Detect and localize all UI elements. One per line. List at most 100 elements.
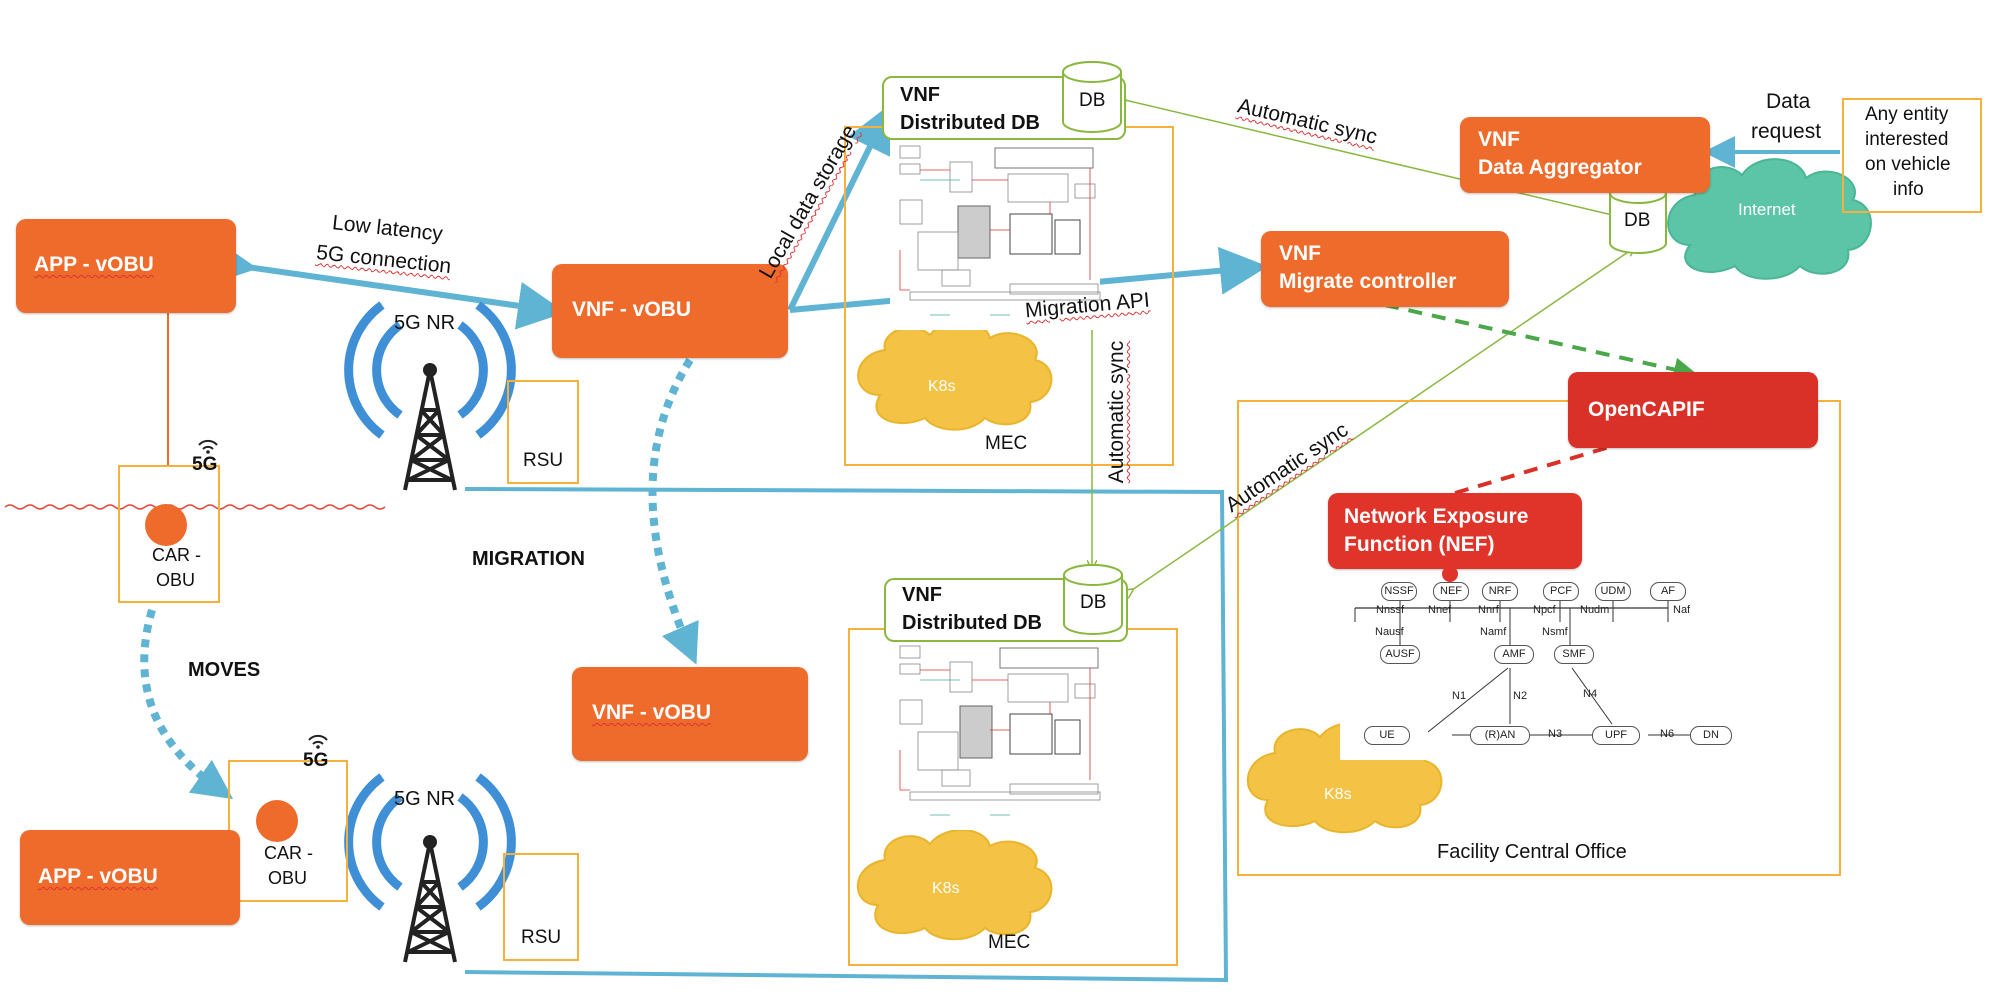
moves-arrow bbox=[140, 608, 234, 800]
rsu-frame-bottom bbox=[503, 853, 579, 961]
core-nf-af: AF bbox=[1650, 582, 1686, 601]
migrate-controller-line1: VNF bbox=[1279, 242, 1321, 265]
mec-top-title-1: VNF bbox=[900, 84, 940, 106]
rsu-bottom-label: RSU bbox=[521, 927, 562, 948]
wifi-icon-top bbox=[198, 439, 218, 454]
core-link-n6: N6 bbox=[1660, 728, 1675, 740]
core-if-nnssf: Nnssf bbox=[1376, 604, 1405, 616]
car-obu-dot-top bbox=[145, 504, 187, 546]
core-if-nnef: Nnef bbox=[1428, 604, 1452, 616]
mec-bottom-title-1: VNF bbox=[902, 584, 942, 606]
car-obu-dot-bottom bbox=[256, 800, 298, 842]
app-vobu-label-bottom: APP - vOBU bbox=[38, 865, 158, 888]
sync-line-cloud bbox=[1132, 248, 1634, 590]
sync-line-top bbox=[1125, 100, 1625, 218]
sync-label-vertical: Automatic sync bbox=[1105, 340, 1129, 484]
mec-bottom-k8s: K8s bbox=[932, 880, 960, 897]
tower-top-label: 5G NR bbox=[394, 312, 456, 334]
mec-architecture-figure-top bbox=[890, 140, 1101, 330]
antenna-tower-top bbox=[344, 301, 516, 491]
core-nf-ausf: AUSF bbox=[1380, 645, 1420, 664]
central-k8s: K8s bbox=[1324, 786, 1352, 803]
core-nf-bottom-2: UPF bbox=[1592, 726, 1640, 745]
data-aggregator-line1: VNF bbox=[1478, 128, 1520, 151]
core-link-n2: N2 bbox=[1513, 690, 1528, 702]
entity-line-1: Any entity bbox=[1865, 104, 1949, 125]
rsu-frame-top bbox=[507, 380, 579, 484]
migration-label: MIGRATION bbox=[472, 548, 585, 570]
vnf-vobu-label-top: VNF - vOBU bbox=[572, 298, 692, 321]
mec-top-label: MEC bbox=[985, 433, 1028, 454]
core-nf-nssf: NSSF bbox=[1381, 582, 1417, 601]
local-storage-arrow bbox=[787, 103, 892, 312]
app-vobu-label-top: APP - vOBU bbox=[34, 253, 154, 276]
data-request-line-2: request bbox=[1751, 120, 1822, 143]
nef-label-line2: Function (NEF) bbox=[1344, 533, 1495, 556]
moves-label: MOVES bbox=[188, 659, 261, 681]
mec-top-k8s: K8s bbox=[928, 378, 956, 395]
opencapif-box: OpenCAPIF bbox=[1568, 372, 1818, 448]
nef-anchor-dot bbox=[1442, 566, 1458, 582]
nef-label-line1: Network Exposure bbox=[1344, 505, 1529, 528]
core-if-npcf: Npcf bbox=[1533, 604, 1556, 616]
car-top-label-2: OBU bbox=[156, 570, 196, 590]
mec-top-db: DB bbox=[1079, 90, 1106, 111]
fiveg-badge-top: 5G bbox=[192, 454, 218, 475]
core-if-nnrf: Nnrf bbox=[1478, 604, 1499, 616]
core-if-nsmf: Nsmf bbox=[1542, 626, 1568, 638]
data-request-line-1: Data bbox=[1766, 90, 1811, 113]
car-bottom-label-2: OBU bbox=[268, 868, 308, 888]
backhaul-link bbox=[464, 487, 1229, 983]
migrate-controller-box: VNF Migrate controller bbox=[1261, 231, 1509, 307]
entity-frame bbox=[1842, 98, 1982, 213]
rsu-top-label: RSU bbox=[523, 450, 564, 471]
mec-frame-bottom bbox=[848, 628, 1178, 966]
mec-top-title-2: Distributed DB bbox=[900, 112, 1040, 134]
road-divider-left bbox=[4, 504, 386, 510]
core-nf-pcf: PCF bbox=[1543, 582, 1579, 601]
controller-capif-link bbox=[1384, 303, 1698, 382]
vnf-vobu-label-bottom: VNF - vOBU bbox=[592, 701, 712, 724]
car-frame-top bbox=[118, 465, 220, 603]
core-if-nausf: Nausf bbox=[1375, 626, 1404, 638]
internet-label: Internet bbox=[1738, 200, 1796, 219]
opencapif-label: OpenCAPIF bbox=[1588, 398, 1705, 421]
core-nf-nef: NEF bbox=[1433, 582, 1469, 601]
aggregator-db: DB bbox=[1624, 210, 1651, 231]
k8s-cloud-mec-bottom bbox=[856, 829, 1053, 941]
core-nf-bottom-1: (R)AN bbox=[1470, 726, 1530, 745]
core-nf-udm: UDM bbox=[1595, 582, 1631, 601]
mec-bottom-label: MEC bbox=[988, 932, 1031, 953]
nef-box: Network Exposure Function (NEF) bbox=[1328, 493, 1582, 569]
vnf-vobu-box-top: VNF - vOBU bbox=[552, 264, 788, 358]
core-nf-nrf: NRF bbox=[1482, 582, 1518, 601]
core-if-namf: Namf bbox=[1480, 626, 1507, 638]
car-top-label-1: CAR - bbox=[152, 545, 201, 565]
mec-bottom-title-2: Distributed DB bbox=[902, 612, 1042, 634]
tower-bottom-label: 5G NR bbox=[394, 788, 456, 810]
app-vobu-box-top: APP - vOBU bbox=[16, 219, 236, 313]
mec-architecture-figure-bottom bbox=[890, 640, 1101, 830]
core-if-naf: Naf bbox=[1673, 604, 1691, 616]
antenna-tower-bottom bbox=[344, 773, 516, 963]
core-link-n3: N3 bbox=[1548, 728, 1563, 740]
app-vobu-box-bottom: APP - vOBU bbox=[20, 830, 240, 925]
entity-line-3: on vehicle bbox=[1865, 154, 1951, 175]
core-nf-bottom-0: UE bbox=[1364, 726, 1410, 745]
fiveg-badge-bottom: 5G bbox=[303, 750, 329, 771]
car-bottom-label-1: CAR - bbox=[264, 843, 313, 863]
core-nf-bottom-3: DN bbox=[1690, 726, 1732, 745]
nef-capif-link bbox=[1454, 413, 1708, 495]
data-aggregator-line2: Data Aggregator bbox=[1478, 156, 1642, 179]
core-nf-smf: SMF bbox=[1554, 645, 1594, 664]
wifi-icon-bottom bbox=[308, 734, 328, 749]
migrate-controller-line2: Migrate controller bbox=[1279, 270, 1457, 293]
core-nf-amf: AMF bbox=[1494, 645, 1534, 664]
core-link-n4: N4 bbox=[1583, 688, 1598, 700]
mec-bottom-db: DB bbox=[1080, 592, 1107, 613]
k8s-cloud-mec-top bbox=[857, 320, 1053, 431]
data-aggregator-box: VNF Data Aggregator bbox=[1460, 117, 1710, 193]
migration-arrow bbox=[648, 357, 699, 665]
core-if-nudm: Nudm bbox=[1580, 604, 1610, 616]
